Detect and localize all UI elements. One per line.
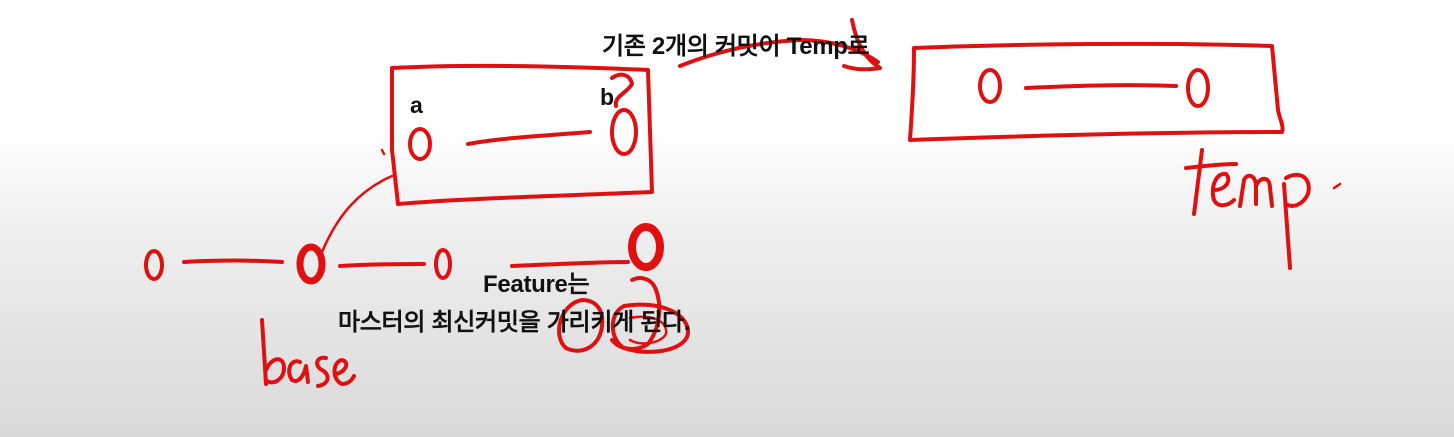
caption-feature: Feature는: [483, 271, 590, 298]
label-commit-b: b: [600, 84, 614, 110]
main-link-1: [182, 258, 284, 264]
handwriting-temp: [1184, 148, 1311, 270]
commit-a: [408, 127, 432, 161]
feature-circle-inner: [628, 315, 668, 345]
feature-circle-right: [610, 302, 691, 354]
ink-tick: [380, 148, 386, 156]
branch-link: [320, 174, 394, 254]
caption-top: 기존 2개의 커밋이 Temp로: [602, 33, 870, 60]
commit-a-b-link: [466, 130, 592, 146]
temp-commit-b: [1186, 68, 1210, 108]
handwriting-base: [260, 318, 356, 388]
feature-circle-left: [557, 298, 605, 353]
commit-b-mark: [610, 72, 634, 108]
move-arrow-head: [842, 18, 882, 72]
label-commit-a: a: [410, 92, 423, 118]
temp-commit-a: [978, 68, 1002, 104]
ink-dot: [1332, 182, 1342, 190]
temp-box: [908, 41, 1285, 142]
commit-group-box: [390, 63, 654, 206]
move-arrow: [678, 38, 880, 68]
temp-link: [1024, 83, 1178, 90]
commit-b: [610, 108, 638, 156]
main-commit-3: [434, 248, 452, 280]
latest-commit: [628, 223, 664, 271]
base-commit: [296, 243, 326, 285]
main-commit-1: [144, 249, 164, 281]
caption-master: 마스터의 최신커밋을 가리키게 된다.: [338, 309, 691, 336]
main-link-2: [338, 262, 426, 268]
main-link-3: [510, 260, 630, 268]
